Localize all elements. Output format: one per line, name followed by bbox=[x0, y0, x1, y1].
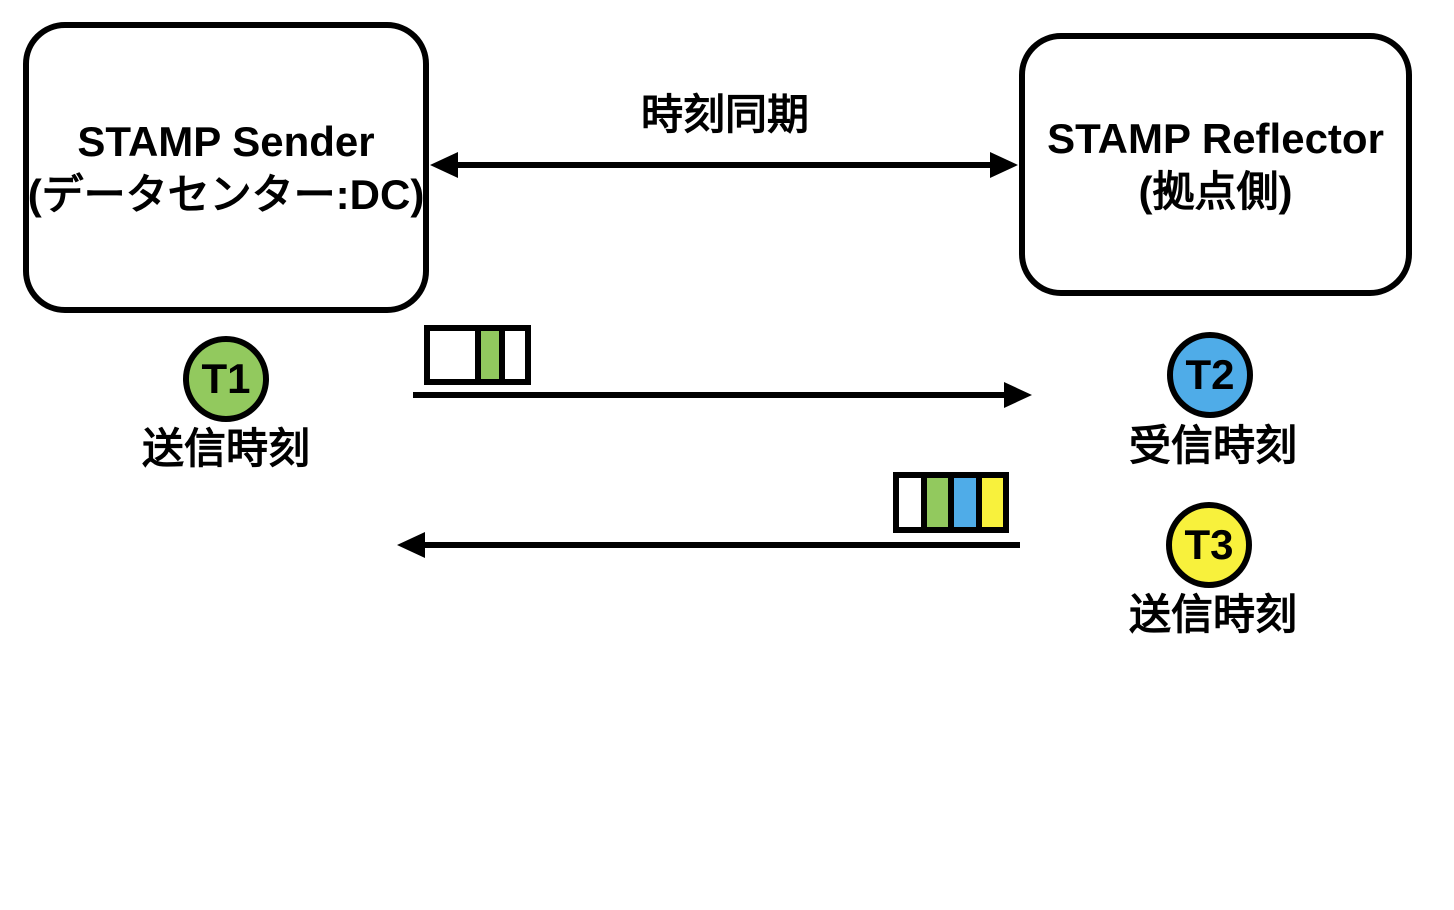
arrowhead-right-icon bbox=[990, 152, 1018, 178]
timestamp-label-t1: 送信時刻 bbox=[141, 425, 310, 472]
timestamp-badge-t1: T1 bbox=[183, 336, 269, 422]
return-packet-icon bbox=[893, 472, 1009, 533]
packet-cell bbox=[430, 331, 475, 379]
arrowhead-left-icon bbox=[397, 532, 425, 558]
node-sender-subtitle: (データセンター:DC) bbox=[27, 170, 425, 218]
timestamp-badge-t3: T3 bbox=[1166, 502, 1252, 588]
return-arrow bbox=[422, 542, 1020, 548]
forward-arrow bbox=[413, 392, 1008, 398]
packet-cell bbox=[481, 331, 499, 379]
timestamp-badge-t2: T2 bbox=[1167, 332, 1253, 418]
arrowhead-left-icon bbox=[430, 152, 458, 178]
packet-cell bbox=[981, 478, 1003, 527]
time-sync-arrow bbox=[450, 162, 1006, 168]
node-reflector-title: STAMP Reflector bbox=[1047, 114, 1384, 162]
node-stamp-reflector: STAMP Reflector (拠点側) bbox=[1019, 33, 1412, 296]
time-sync-label: 時刻同期 bbox=[640, 91, 809, 138]
packet-cell bbox=[954, 478, 976, 527]
node-reflector-subtitle: (拠点側) bbox=[1138, 167, 1293, 215]
forward-packet-icon bbox=[424, 325, 531, 385]
timestamp-label-t2: 受信時刻 bbox=[1128, 422, 1297, 469]
node-sender-title: STAMP Sender bbox=[77, 117, 375, 165]
packet-cell bbox=[505, 331, 525, 379]
packet-cell bbox=[926, 478, 948, 527]
arrowhead-right-icon bbox=[1004, 382, 1032, 408]
timestamp-label-t3: 送信時刻 bbox=[1128, 591, 1297, 638]
packet-cell bbox=[899, 478, 921, 527]
node-stamp-sender: STAMP Sender (データセンター:DC) bbox=[23, 22, 429, 313]
